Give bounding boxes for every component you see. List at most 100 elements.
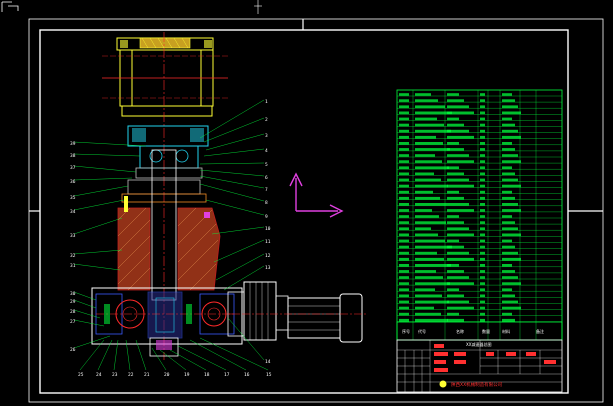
bom-cell-text bbox=[399, 294, 409, 298]
gearbox-casing bbox=[117, 196, 221, 291]
bom-cell-text bbox=[480, 160, 485, 163]
callout-label: 15 bbox=[266, 372, 272, 378]
callout-label: 16 bbox=[244, 372, 250, 378]
callout-label: 32 bbox=[70, 253, 76, 259]
bom-cell-text bbox=[415, 129, 451, 133]
callout-label: 1 bbox=[265, 99, 268, 105]
bom-cell-text bbox=[415, 172, 434, 176]
bom-cell-text bbox=[480, 227, 485, 230]
bom-cell-text bbox=[480, 294, 485, 298]
bom-cell-text bbox=[399, 105, 409, 108]
bom-cell-text bbox=[447, 276, 469, 279]
bom-cell-text bbox=[502, 245, 515, 249]
bom-cell-text bbox=[480, 142, 485, 145]
callout-label: 24 bbox=[96, 372, 102, 378]
bom-cell-text bbox=[415, 276, 443, 279]
bom-cell-text bbox=[399, 148, 409, 151]
bom-cell-text bbox=[502, 221, 515, 224]
bom-cell-text bbox=[415, 318, 448, 322]
bom-cell-text bbox=[480, 264, 485, 267]
bom-cell-text bbox=[480, 99, 485, 102]
bom-cell-text bbox=[399, 276, 409, 279]
bom-cell-text bbox=[480, 196, 485, 200]
bom-cell-text bbox=[480, 312, 485, 316]
bom-cell-text bbox=[415, 245, 452, 249]
bom-cell-text bbox=[399, 306, 409, 310]
bom-cell-text bbox=[502, 306, 521, 310]
bom-cell-text bbox=[480, 105, 485, 108]
bom-cell-text bbox=[415, 239, 445, 243]
bom-cell-text bbox=[399, 123, 409, 127]
bom-cell-text bbox=[447, 312, 459, 316]
bom-cell-text bbox=[399, 203, 409, 206]
bom-cell-text bbox=[502, 227, 518, 230]
bom-cell-text bbox=[415, 123, 444, 127]
bom-cell-text bbox=[447, 215, 459, 218]
bom-cell-text bbox=[447, 166, 459, 169]
bom-cell-text bbox=[447, 233, 474, 237]
company-name: 陕西XX机械制造有限公司 bbox=[451, 381, 502, 388]
bom-cell-text bbox=[399, 117, 409, 121]
callout-label: 27 bbox=[70, 319, 76, 325]
bom-cell-text bbox=[447, 196, 464, 200]
callout-label: 28 bbox=[70, 309, 76, 315]
bom-cell-text bbox=[415, 215, 439, 218]
bom-cell-text bbox=[399, 251, 409, 255]
bom-cell-text bbox=[480, 178, 485, 182]
callout-label: 17 bbox=[224, 372, 230, 378]
callout-label: 37 bbox=[70, 165, 76, 171]
bom-cell-text bbox=[502, 203, 518, 206]
bom-cell-text bbox=[480, 148, 485, 151]
bom-cell-text bbox=[399, 227, 409, 230]
bom-cell-text bbox=[447, 184, 474, 188]
bom-cell-text bbox=[480, 288, 485, 291]
bom-cell-text bbox=[447, 264, 459, 267]
bom-cell-text bbox=[399, 245, 409, 249]
bom-cell-text bbox=[447, 203, 469, 206]
bom-cell-text bbox=[480, 245, 485, 249]
bom-cell-text bbox=[480, 306, 485, 310]
bom-cell-text bbox=[480, 318, 485, 322]
bom-cell-text bbox=[447, 227, 469, 230]
bom-cell-text bbox=[502, 196, 515, 200]
bom-cell-text bbox=[399, 270, 409, 273]
bom-cell-text bbox=[502, 160, 521, 163]
bom-cell-text bbox=[502, 215, 512, 218]
bom-cell-text bbox=[480, 123, 485, 127]
bom-cell-text bbox=[480, 215, 485, 218]
bom-footer-code: 代号 bbox=[418, 328, 426, 334]
bom-cell-text bbox=[447, 270, 464, 273]
bom-cell-text bbox=[415, 178, 441, 182]
bom-cell-text bbox=[399, 312, 409, 316]
bom-cell-text bbox=[415, 184, 448, 188]
bom-cell-text bbox=[480, 203, 485, 206]
bom-cell-text bbox=[480, 209, 485, 212]
bom-cell-text bbox=[502, 257, 521, 261]
bill-of-materials-table[interactable]: 序号 代号 名称 数量 材料 备注 bbox=[396, 89, 563, 341]
bom-cell-text bbox=[447, 190, 459, 194]
bom-cell-text bbox=[415, 306, 434, 310]
bom-cell-text bbox=[502, 123, 515, 127]
bom-cell-text bbox=[399, 129, 409, 133]
bom-cell-text bbox=[447, 178, 469, 182]
bom-cell-text bbox=[502, 93, 512, 96]
company-logo-icon bbox=[439, 380, 447, 388]
bom-cell-text bbox=[447, 300, 469, 304]
bom-cell-text bbox=[447, 154, 469, 157]
bom-cell-text bbox=[415, 117, 437, 121]
bom-cell-text bbox=[399, 318, 409, 322]
callout-label: 5 bbox=[265, 162, 268, 168]
title-block[interactable]: XX减速器总图 陕西XX机械制造有限公司 bbox=[396, 339, 563, 393]
bom-cell-text bbox=[399, 135, 409, 139]
bom-cell-text bbox=[502, 276, 518, 279]
bom-cell-text bbox=[502, 251, 518, 255]
bom-cell-text bbox=[447, 251, 469, 255]
drive-motor bbox=[227, 281, 366, 343]
bom-cell-text bbox=[415, 190, 433, 194]
bom-footer-qty: 数量 bbox=[482, 328, 490, 334]
bom-cell-text bbox=[447, 294, 464, 298]
bom-cell-text bbox=[399, 239, 409, 243]
